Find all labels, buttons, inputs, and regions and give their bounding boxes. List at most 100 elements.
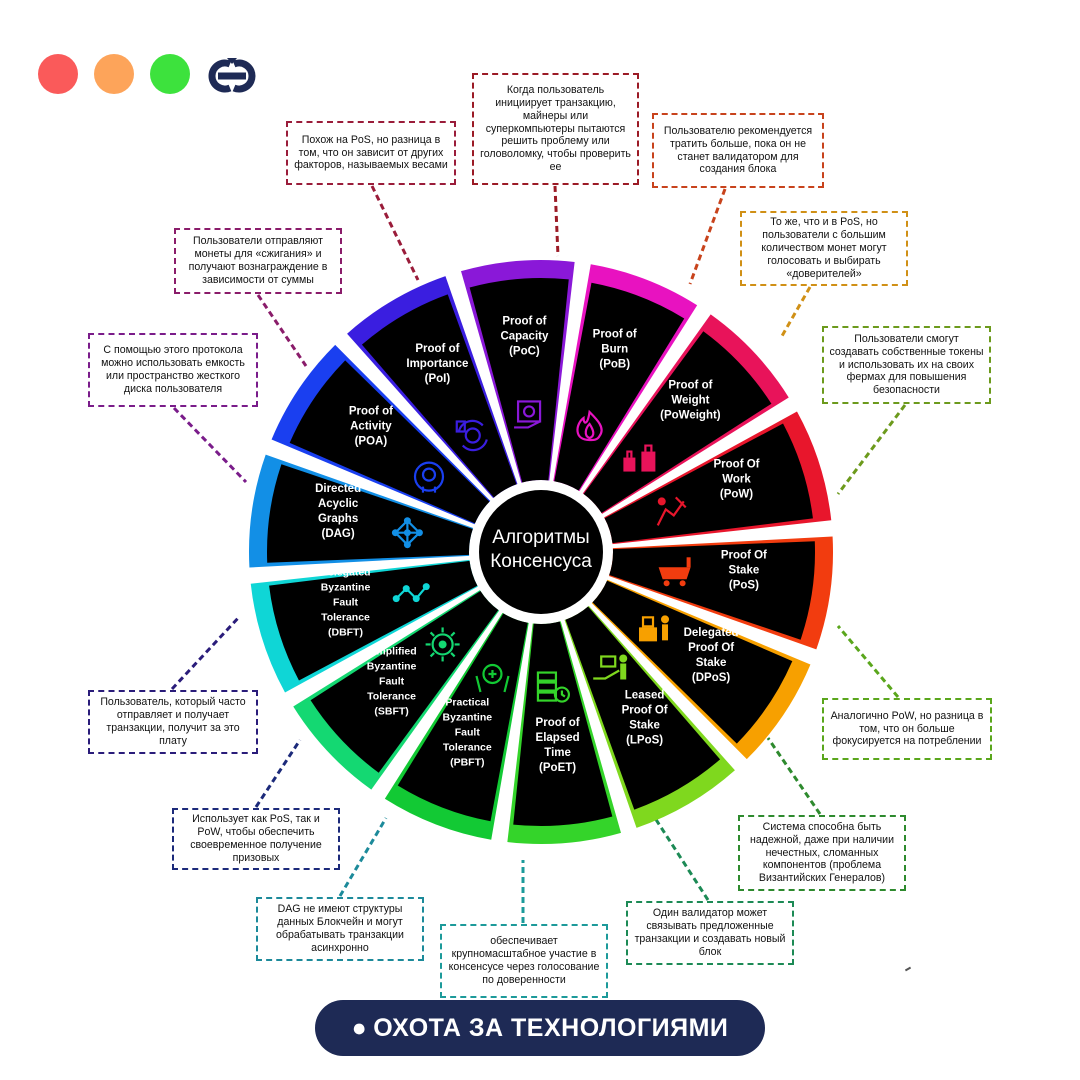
sector-label-sbft-1: Byzantine (367, 660, 417, 672)
sector-label-sbft-0: Simplified (367, 645, 417, 657)
connector-poweight (370, 185, 420, 281)
sector-label-poi-1: Importance (406, 358, 468, 370)
sector-label-dbft-1: Byzantine (321, 582, 371, 594)
sector-body-sbft (310, 590, 499, 773)
brand-logo-icon (208, 58, 256, 93)
sector-body-dbft (269, 560, 478, 681)
callout-pbft: Система способна быть надежной, даже при… (738, 815, 906, 891)
hard-disk-icon (514, 400, 542, 429)
center-hub: Алгоритмы Консенсуса (470, 481, 612, 623)
sector-label-poc-2: (PoC) (509, 346, 540, 358)
callout-poweight: Похож на PoS, но разница в том, что он з… (286, 121, 456, 185)
callout-poc: С помощью этого протокола можно использо… (88, 333, 258, 407)
sector-label-dag-0: Directed (315, 483, 361, 495)
center-title-line1: Алгоритмы (492, 527, 589, 548)
sector-label-dpos-0: Delegated (684, 627, 739, 639)
sector-label-dag-3: (DAG) (321, 528, 354, 540)
red-dot (38, 54, 78, 94)
sector-label-pob-0: Proof of (593, 329, 637, 341)
callout-poet: Аналогично PoW, но разница в том, что он… (822, 698, 992, 760)
sector-label-lpos-2: Stake (629, 719, 660, 731)
miner-icon (656, 496, 687, 526)
sector-label-dbft-4: (DBFT) (328, 627, 363, 639)
sector-body-pob (554, 282, 685, 491)
sector-label-pob-2: (PoB) (599, 359, 630, 371)
connector-lines (170, 185, 907, 923)
callout-sbft: Один валидатор может связывать предложен… (626, 901, 794, 965)
callout-dag: DAG не имеют структуры данных Блокчейн и… (256, 897, 424, 961)
callout-pow: Когда пользователь инициирует транзакцию… (472, 73, 639, 185)
sector-body-poc (469, 278, 569, 483)
sector-label-poet-1: Elapsed (536, 732, 580, 744)
sector-label-dbft-2: Fault (333, 597, 359, 609)
connector-dag (338, 817, 388, 897)
coin-cycle-icon (455, 419, 488, 452)
sector-label-pos-0: Proof Of (721, 549, 767, 561)
orange-dot (94, 54, 134, 94)
callout-lpos: Пользователи смогут создавать собственны… (822, 326, 991, 404)
connector-dpos (780, 286, 812, 337)
sector-label-poet-2: Time (544, 747, 571, 759)
connector-pbft (766, 737, 822, 815)
callout-dbft: обеспечивает крупномасштабное участие в … (440, 924, 608, 998)
sector-pob: Proof of Burn (PoB) (553, 264, 698, 492)
callout-dpos: То же, что и в PoS, но пользователи с бо… (740, 211, 908, 286)
sector-label-sbft-3: Tolerance (367, 690, 416, 702)
sector-label-pob-1: Burn (601, 344, 628, 356)
sector-label-dag-1: Acyclic (318, 498, 359, 510)
sector-label-poa-2: (POA) (355, 436, 388, 448)
center-title-line2: Консенсуса (490, 551, 592, 572)
mine-cart-icon (658, 557, 691, 587)
sector-label-dpos-3: (DPoS) (692, 672, 731, 684)
connector-pos (688, 188, 727, 285)
sector-label-pbft-3: Tolerance (443, 741, 492, 753)
sector-label-pbft-1: Byzantine (442, 711, 492, 723)
connector-poi (170, 614, 242, 691)
connector-poa (254, 739, 302, 808)
sector-label-poweight-1: Weight (671, 395, 709, 407)
sector-label-pow-2: (PoW) (720, 488, 753, 500)
sector-body-pos (609, 541, 815, 640)
sector-label-pbft-4: (PBFT) (450, 756, 484, 768)
network-line-icon (392, 583, 430, 603)
sector-label-sbft-4: (SBFT) (374, 705, 408, 717)
sector-label-poet-0: Proof of (536, 717, 580, 729)
sector-label-pbft-0: Practical (445, 696, 489, 708)
sector-label-poet-3: (PoET) (539, 762, 576, 774)
footer-banner: ● ОХОТА ЗА ТЕХНОЛОГИЯМИ (315, 1000, 765, 1056)
sector-label-poweight-2: (PoWeight) (660, 410, 721, 422)
sector-label-poa-0: Proof of (349, 406, 393, 418)
callout-poi: Пользователь, который часто отправляет и… (88, 690, 258, 754)
window-controls (38, 54, 190, 94)
connector-poc (172, 406, 248, 484)
sector-label-dpos-2: Stake (696, 657, 727, 669)
lease-hand-icon (593, 654, 628, 680)
connector-pow (553, 185, 560, 257)
sector-label-pbft-2: Fault (455, 726, 481, 738)
sector-label-lpos-0: Leased (625, 689, 665, 701)
brain-gear-icon (413, 461, 445, 493)
sector-label-dbft-3: Tolerance (321, 612, 370, 624)
sector-body-poi (361, 294, 517, 498)
sector-label-poc-0: Proof of (502, 316, 546, 328)
sector-label-poc-1: Capacity (500, 331, 549, 343)
sector-poweight: Proof of Weight (PoWeight) (582, 314, 789, 514)
shield-hands-icon (475, 663, 510, 693)
sector-label-dbft-0: Delegated (320, 567, 370, 579)
sector-body-dag (267, 464, 473, 563)
connector-sbft (653, 817, 710, 901)
banner-text: ОХОТА ЗА ТЕХНОЛОГИЯМИ (373, 1013, 729, 1042)
graph-nodes-icon (391, 517, 423, 549)
